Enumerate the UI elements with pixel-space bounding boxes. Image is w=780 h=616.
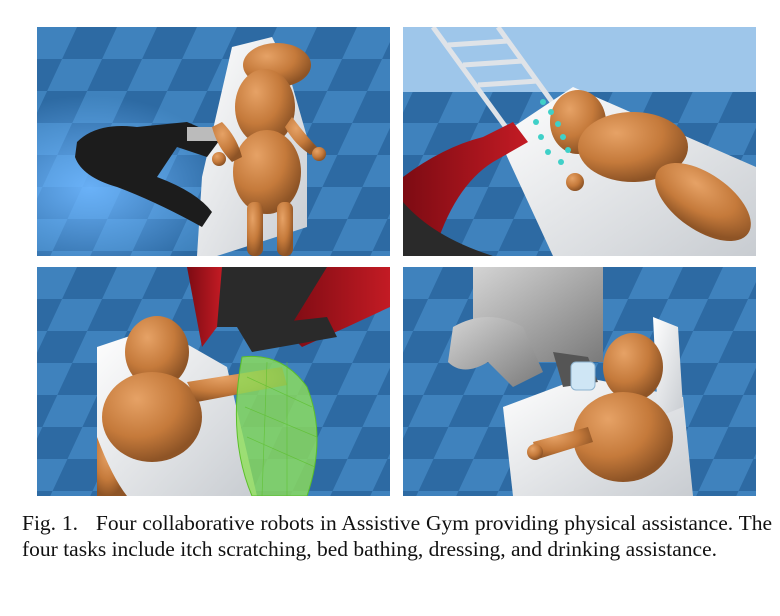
figure-panel-drinking-assistance [403, 267, 756, 496]
figure-panel-bed-bathing [403, 27, 756, 256]
figure-caption-text: Four collaborative robots in Assistive G… [22, 511, 773, 561]
figure-panel-dressing [37, 267, 390, 496]
figure-label: Fig. 1. [22, 511, 79, 535]
figure-caption: Fig. 1. Four collaborative robots in Ass… [22, 510, 772, 562]
figure-panel-itch-scratching [37, 27, 390, 256]
